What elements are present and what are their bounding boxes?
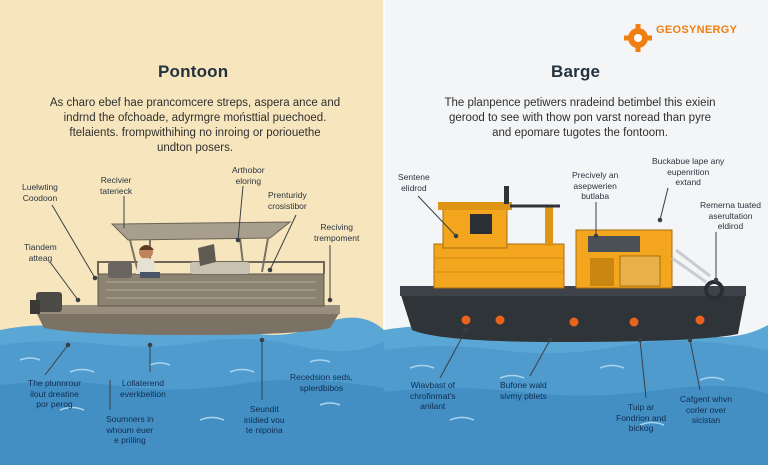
label-line: Wiavbast of: [410, 380, 455, 390]
label-line: eupenrition: [667, 166, 710, 177]
pontoon-description-line: indrnd the ofchoade, adyrmgre moństtial …: [63, 112, 327, 124]
pontoon-description-line: ftelaients. frompwithihing no inroing or…: [69, 127, 321, 139]
label-line: everkbeltion: [120, 388, 166, 399]
label-line: Lollaterend: [121, 378, 164, 388]
barge-description-line: gerood to see with thow pon varst noread…: [448, 112, 712, 124]
label-line: eloring: [235, 175, 262, 186]
label-line: anilant: [420, 401, 446, 411]
label-line: asepwerien: [573, 180, 617, 191]
label-line: Coodoon: [22, 192, 58, 203]
pontoon-label: Tiandem atteag: [24, 242, 57, 263]
label-line: te nipoina: [245, 425, 283, 435]
panel-divider: [383, 0, 385, 465]
label-line: Recedsion seds,: [290, 372, 353, 382]
pontoon-label: The plunnrour ilout dreatine por perog: [28, 378, 81, 410]
pontoon-leader-lines: [44, 185, 333, 410]
label-line: Arthobor: [232, 165, 265, 175]
barge-water: [384, 320, 768, 465]
pontoon-description: As charo ebef hae prancomcere streps, as…: [40, 96, 350, 156]
label-line: Soumners in: [106, 414, 154, 424]
label-line: inldied vou: [244, 414, 285, 425]
barge-boat: [400, 186, 746, 342]
label-line: por perog: [36, 399, 73, 409]
barge-label: Buckabue lape any eupenrition extand: [652, 156, 724, 188]
label-line: Reciving: [320, 222, 353, 232]
label-line: Cafgent whvn: [680, 394, 732, 404]
label-line: elidrod: [401, 182, 427, 193]
label-line: ilout dreatine: [30, 388, 79, 399]
label-line: butlaba: [581, 191, 610, 201]
barge-description: The planpence petiwers nradeind betimbel…: [430, 96, 730, 141]
barge-label: Tuip ar Fondrion and bickog: [616, 402, 666, 434]
label-line: sicistan: [691, 415, 721, 425]
label-line: Sentene: [398, 172, 430, 182]
label-line: extand: [675, 177, 701, 187]
pontoon-title: Pontoon: [158, 62, 229, 81]
gear-icon: [624, 24, 652, 52]
barge-label: Bufone wald sivmy pblets: [500, 380, 547, 401]
label-line: Tiandem: [24, 242, 57, 252]
pontoon-label: Arthobor eloring: [232, 165, 265, 186]
pontoon-label: Luelwting Coodoon: [22, 182, 58, 203]
label-line: Buckabue lape any: [652, 156, 725, 166]
pontoon-label: Recivier taterieck: [100, 175, 132, 196]
pontoon-label: Reciving trempoment: [314, 222, 359, 243]
pontoon-label: Prenturidy crosistibor: [268, 190, 307, 211]
pontoon-description-line: undton posers.: [156, 142, 234, 154]
label-line: atteag: [28, 252, 53, 263]
label-line: corler over: [685, 404, 727, 415]
pontoon-label: Soumners in whoum euer e prilling: [106, 414, 154, 446]
label-line: The plunnrour: [28, 378, 81, 388]
label-line: chrofinmat's: [410, 390, 456, 401]
barge-label: Precively an asepwerien butlaba: [572, 170, 618, 202]
pontoon-label: Seundit inldied vou te nipoina: [244, 404, 285, 436]
label-line: whoum euer: [106, 424, 154, 435]
label-line: sivmy pblets: [500, 390, 547, 401]
label-line: Seundit: [249, 404, 279, 414]
label-line: trempoment: [314, 232, 360, 243]
brand-name: GEOSYNERGY: [656, 24, 738, 36]
label-line: Bufone wald: [500, 380, 547, 390]
barge-title: Barge: [551, 62, 601, 81]
barge-label: Remerna tuated aserultation eldirod: [700, 200, 761, 232]
label-line: aserultation: [708, 210, 753, 221]
barge-leader-lines: [417, 187, 719, 399]
label-line: bickog: [628, 423, 654, 433]
label-line: taterieck: [100, 185, 133, 196]
label-line: Fondrion and: [616, 412, 667, 423]
label-line: Precively an: [572, 170, 619, 180]
label-line: Recivier: [100, 175, 132, 185]
barge-label: Sentene elidrod: [398, 172, 430, 193]
label-line: e prilling: [114, 435, 146, 445]
label-line: Tuip ar: [627, 402, 655, 412]
barge-description-line: The planpence petiwers nradeind betimbel…: [444, 97, 716, 109]
barge-description-line: and epomare tugotes the fontoom.: [492, 127, 668, 139]
pontoon-boat: [30, 221, 340, 335]
label-line: splerdbibos: [299, 382, 344, 393]
barge-label: Cafgent whvn corler over sicistan: [680, 394, 732, 426]
pontoon-water: [0, 317, 384, 465]
label-line: crosistibor: [268, 200, 307, 211]
label-line: Prenturidy: [268, 190, 307, 200]
barge-label: Wiavbast of chrofinmat's anilant: [410, 380, 456, 412]
brand-logo: GEOSYNERGY: [622, 24, 737, 36]
pontoon-description-line: As charo ebef hae prancomcere streps, as…: [49, 97, 341, 109]
pontoon-label: Recedsion seds, splerdbibos: [290, 372, 353, 393]
label-line: Remerna tuated: [700, 200, 761, 210]
label-line: eldirod: [717, 221, 744, 231]
label-line: Luelwting: [22, 182, 58, 192]
pontoon-label: Lollaterend everkbeltion: [120, 378, 166, 399]
